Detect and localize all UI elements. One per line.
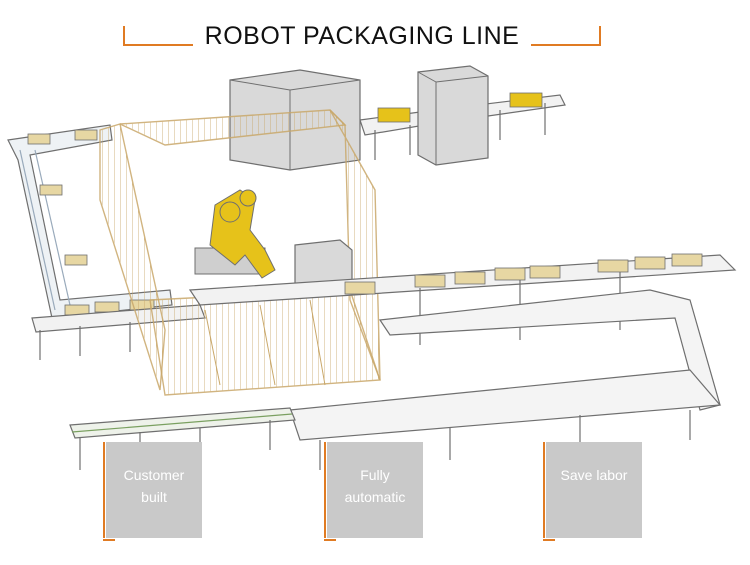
card-corner-line <box>103 539 115 541</box>
feature-label: Fully automatic <box>344 467 406 505</box>
card-corner-line <box>543 539 555 541</box>
card-corner-line <box>324 539 336 541</box>
card-corner-line <box>324 442 326 538</box>
top-carton-2 <box>509 92 543 108</box>
title-frame: ROBOT PACKAGING LINE <box>123 20 601 53</box>
top-carton-1 <box>377 107 411 123</box>
card-corner-line <box>543 442 545 538</box>
card-corner-line <box>103 442 105 538</box>
feature-card-fully-automatic: Fully automatic <box>324 442 423 541</box>
return-conveyor-loop <box>289 289 722 470</box>
page-title: ROBOT PACKAGING LINE <box>193 20 531 52</box>
title-bracket-right <box>599 26 601 46</box>
feature-card-customer-built: Customer built <box>103 442 202 541</box>
right-cartons <box>344 253 703 295</box>
feature-label: Customer built <box>123 467 185 505</box>
title-bracket-left <box>123 26 125 46</box>
palletizing-robot <box>194 189 276 279</box>
safety-fence <box>99 109 381 396</box>
feature-card-save-labor: Save labor <box>543 442 642 541</box>
feature-label: Save labor <box>560 467 628 483</box>
case-sealer-machine <box>417 65 489 166</box>
